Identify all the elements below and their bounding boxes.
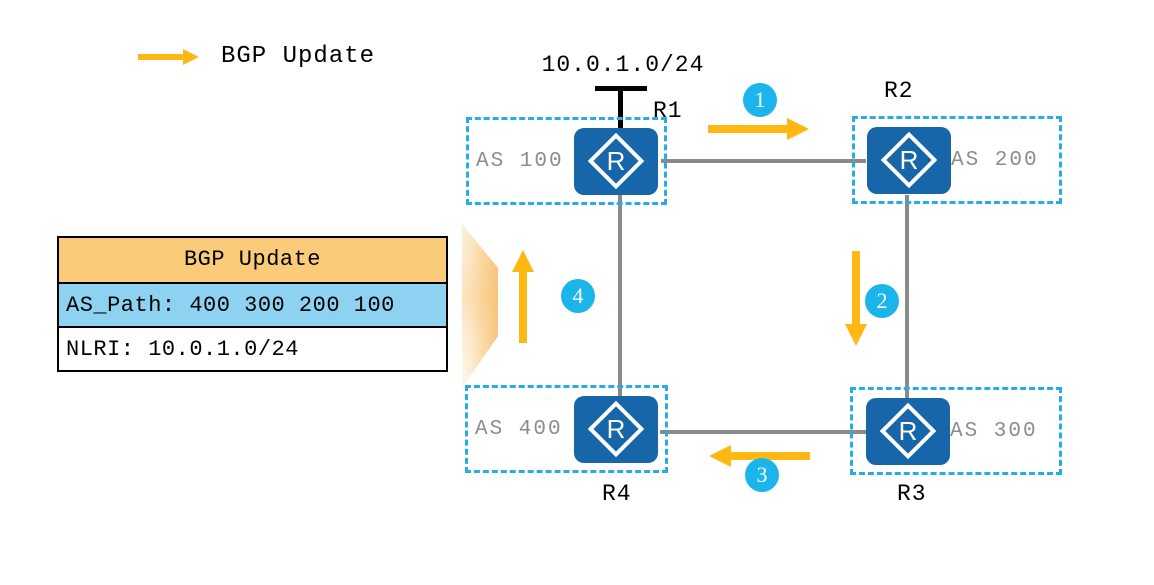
step-badge-3: 3 <box>745 458 779 492</box>
update-arrow-4-icon <box>512 250 534 345</box>
as100-domain-box: AS 100 R <box>466 117 667 205</box>
router-icon-r1: R <box>574 127 658 195</box>
step-badge-2: 2 <box>865 284 899 318</box>
bgp-update-message-box: BGP Update AS_Path: 400 300 200 100 NLRI… <box>57 236 448 372</box>
router-icon-r2: R <box>867 126 951 194</box>
router-name-r2: R2 <box>884 78 914 104</box>
link-r3-r4 <box>660 430 866 434</box>
callout-beam <box>462 224 498 388</box>
router-name-r3: R3 <box>897 481 927 507</box>
message-nlri: NLRI: 10.0.1.0/24 <box>59 326 446 370</box>
update-arrow-2-icon <box>845 251 867 347</box>
router-name-r1: R1 <box>653 98 683 124</box>
router-letter: R <box>898 415 918 446</box>
as400-domain-box: AS 400 R <box>465 385 668 473</box>
link-r2-r3 <box>905 195 909 398</box>
link-r4-r1 <box>618 195 622 397</box>
as300-label: AS 300 <box>950 419 1038 443</box>
legend-label: BGP Update <box>221 43 376 70</box>
router-name-r4: R4 <box>602 481 632 507</box>
bgp-update-arrow-icon <box>138 48 202 66</box>
router-letter: R <box>606 413 626 444</box>
as100-label: AS 100 <box>476 149 564 173</box>
step-badge-1: 1 <box>743 83 777 117</box>
router-icon-r3: R <box>866 397 950 465</box>
lan-stub-line <box>618 88 623 132</box>
message-as-path: AS_Path: 400 300 200 100 <box>59 282 446 326</box>
router-icon-r4: R <box>574 395 658 463</box>
router-letter: R <box>899 144 919 175</box>
as300-domain-box: R AS 300 <box>850 387 1062 475</box>
as200-label: AS 200 <box>951 148 1039 172</box>
link-r1-r2 <box>661 159 866 163</box>
router-letter: R <box>606 145 626 176</box>
as400-label: AS 400 <box>475 417 563 441</box>
message-title: BGP Update <box>59 238 446 282</box>
update-arrow-3-icon <box>709 445 810 467</box>
step-badge-4: 4 <box>561 279 595 313</box>
as200-domain-box: R AS 200 <box>852 116 1062 204</box>
update-arrow-1-icon <box>708 118 809 140</box>
prefix-label: 10.0.1.0/24 <box>541 52 705 78</box>
